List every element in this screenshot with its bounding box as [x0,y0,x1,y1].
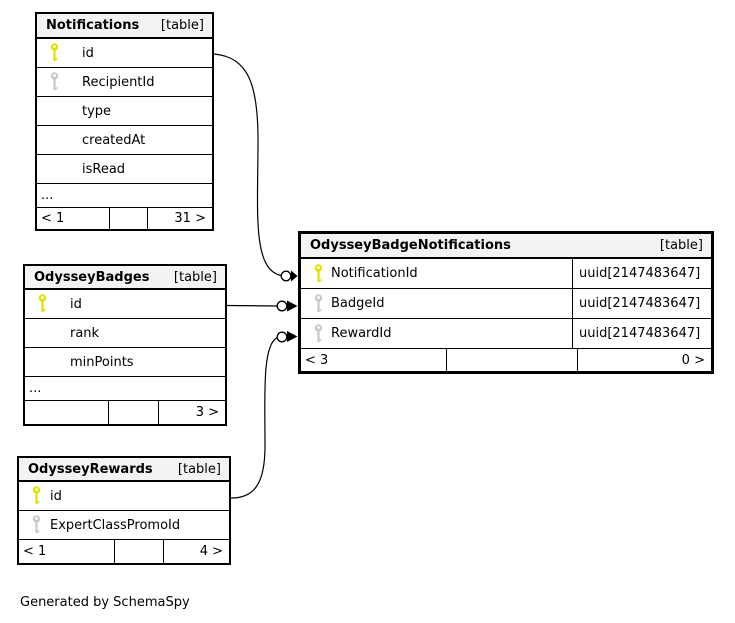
out-degree-count: 3 > [158,401,225,424]
column-name: NotificationId [331,266,418,281]
table-header: OdysseyBadgeNotifications [table] [301,234,711,259]
footer-spacer [113,540,164,563]
out-degree-count: 0 > [576,349,711,371]
footer-spacer [108,401,158,424]
column-row: createdAt [37,126,212,155]
out-degree-count: 4 > [163,540,229,563]
column-name: rank [70,325,100,341]
out-degree-count: 31 > [147,208,212,229]
more-columns-ellipsis: ... [25,377,225,401]
table-degree-footer: < 3 0 > [301,349,711,371]
column-row: id [19,482,229,511]
column-name: createdAt [82,132,146,148]
in-degree-count [25,401,108,424]
column-row: RecipientId [37,68,212,97]
relationship-circle-endpoint [280,270,292,282]
relationship-arrowhead [291,270,298,282]
column-name: minPoints [70,354,134,370]
column-row: isRead [37,155,212,184]
relationship-arrowhead [287,331,298,342]
column-row: NotificationId uuid[2147483647] [301,259,711,289]
foreign-key-icon [32,515,41,535]
column-row: type [37,97,212,126]
column-name: type [82,103,112,119]
relationship-line [213,53,282,277]
footer-spacer [446,349,577,371]
relationship-circle-endpoint [276,331,288,343]
column-name: id [70,296,82,312]
relationship-circle-endpoint [276,300,288,312]
table-type-tag: [table] [177,461,221,477]
table-name[interactable]: OdysseyRewards [28,461,153,477]
relationship-OdysseyBadges-OdysseyBadgeNotifications [226,300,298,312]
table-degree-footer: 3 > [25,401,225,424]
relationship-Notifications-OdysseyBadgeNotifications [213,53,298,282]
column-type: uuid[2147483647] [572,289,711,318]
table-header: Notifications [table] [37,14,212,39]
column-name: isRead [82,161,126,177]
relationship-arrowhead [287,300,298,312]
table-type-tag: [table] [160,18,204,33]
column-name: id [50,488,62,504]
table-degree-footer: < 1 4 > [19,540,229,563]
column-row: minPoints [25,348,225,377]
table-OdysseyBadges: OdysseyBadges [table] id rank minPoints...3 … [23,264,227,426]
table-header: OdysseyRewards [table] [19,458,229,482]
in-degree-count: < 3 [305,352,329,368]
column-type: uuid[2147483647] [572,259,711,288]
footer-spacer [109,208,147,229]
column-row: id [37,39,212,68]
more-columns-ellipsis: ... [37,184,212,208]
column-row: rank [25,319,225,348]
column-name: ExpertClassPromoId [50,517,181,533]
column-name: id [82,45,94,61]
table-name[interactable]: Notifications [46,18,140,33]
foreign-key-icon [314,323,323,344]
relationship-line [230,337,278,499]
column-row: ExpertClassPromoId [19,511,229,540]
generated-by-note: Generated by SchemaSpy [20,595,190,610]
table-name[interactable]: OdysseyBadges [34,269,150,285]
in-degree-count: < 1 [23,544,47,559]
table-degree-footer: < 1 31 > [37,208,212,229]
column-row: RewardId uuid[2147483647] [301,319,711,349]
column-name: RecipientId [82,74,155,90]
column-type: uuid[2147483647] [572,319,711,348]
table-OdysseyBadgeNotifications: OdysseyBadgeNotifications [table] Notifica… [298,231,714,374]
column-name: BadgeId [331,296,385,311]
table-header: OdysseyBadges [table] [25,266,225,290]
table-name[interactable]: OdysseyBadgeNotifications [310,238,511,253]
column-name: RewardId [331,326,392,341]
foreign-key-icon [50,72,59,92]
primary-key-icon [50,43,59,63]
table-type-tag: [table] [659,238,703,253]
primary-key-icon [32,486,41,506]
foreign-key-icon [314,293,323,314]
column-row: id [25,290,225,319]
in-degree-count: < 1 [41,211,65,226]
table-type-tag: [table] [173,269,217,285]
column-row: BadgeId uuid[2147483647] [301,289,711,319]
primary-key-icon [314,263,323,284]
relationship-line [226,304,278,307]
relationship-OdysseyRewards-OdysseyBadgeNotifications [230,331,298,499]
primary-key-icon [38,294,47,314]
